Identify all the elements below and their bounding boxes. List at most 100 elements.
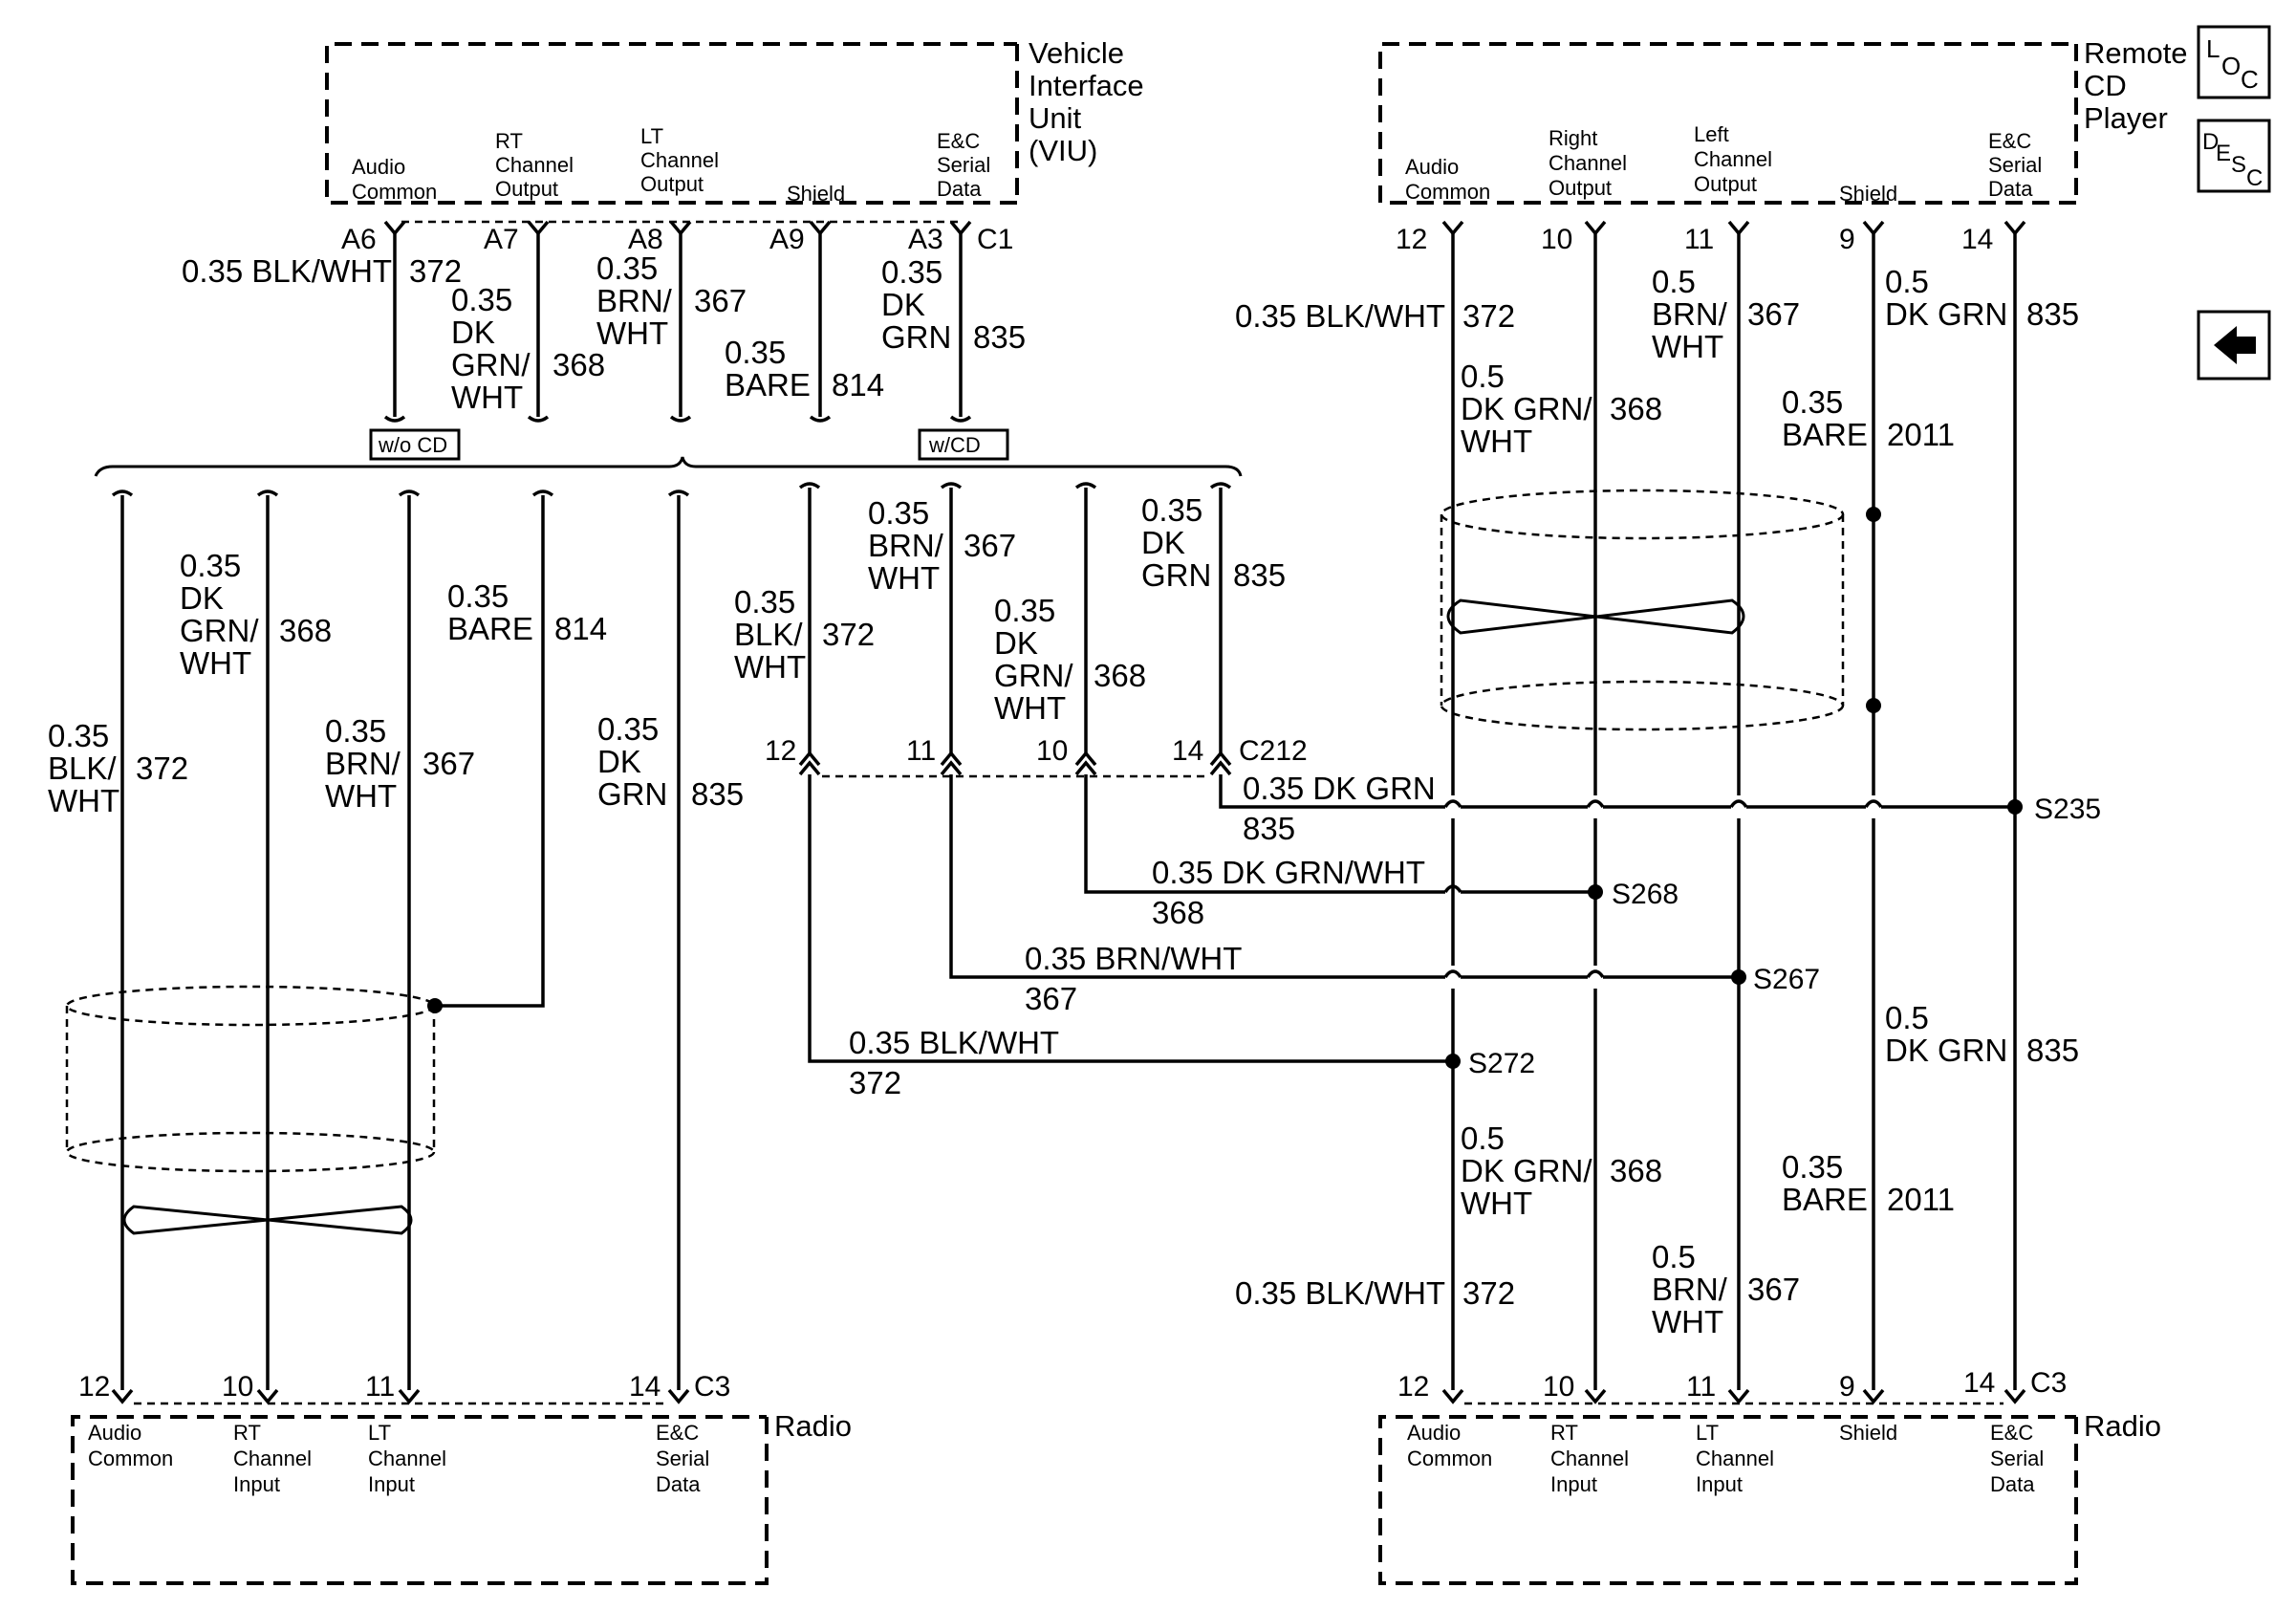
wire-label-rt-2011: 0.35 BARE xyxy=(1782,384,1868,452)
wire-label-viu-367: 0.35 BRN/ WHT xyxy=(596,250,681,351)
wire-label-wo-367: 0.35 BRN/ WHT xyxy=(325,713,409,814)
without-cd-branch: 0.35 DK GRN/ WHT 368 0.35 BARE 814 0.35 … xyxy=(48,490,744,1390)
viu-pin-a7: A7 xyxy=(484,224,519,255)
viu-component: Vehicle Interface Unit (VIU) Audio Commo… xyxy=(325,36,1152,255)
radio-right-name: Radio xyxy=(2084,1409,2161,1443)
nav-back-button[interactable] xyxy=(2197,310,2271,381)
wire-label-rt-835: 0.5 DK GRN xyxy=(1885,264,2007,332)
nav-loc-c: C xyxy=(2241,65,2259,94)
viu-pin-a8: A8 xyxy=(628,224,663,255)
radio-left-pin-label-ec-serial-data: E&C Serial Data xyxy=(656,1421,715,1496)
wire-circuit-rt-368: 368 xyxy=(1610,391,1662,426)
wire-circuit-rb-2011: 2011 xyxy=(1887,1182,1955,1217)
wire-label-rb-2011: 0.35 BARE xyxy=(1782,1149,1868,1217)
back-arrow-icon xyxy=(2214,326,2256,364)
c212-pin-11: 11 xyxy=(906,735,936,767)
viu-pin-label-rt-channel-output: RT Channel Output xyxy=(495,129,579,201)
radio-left-pin-10: 10 xyxy=(222,1371,253,1403)
radio-right-pin-label-ec-serial-data: E&C Serial Data xyxy=(1990,1421,2049,1496)
remote-pin-10: 10 xyxy=(1541,224,1572,255)
c212-pin-14: 14 xyxy=(1172,735,1203,767)
wire-label-rt-367: 0.5 BRN/ WHT xyxy=(1652,264,1736,364)
wire-circuit-h-372: 372 xyxy=(849,1065,901,1100)
wire-label-rb-368: 0.5 DK GRN/ WHT xyxy=(1461,1120,1601,1221)
with-cd-branch: 0.35 BRN/ WHT 367 0.35 DK GRN 835 0.35 B… xyxy=(734,482,2101,1100)
viu-pin-label-audio-common: Audio Common xyxy=(352,155,437,204)
nav-loc-l: L xyxy=(2206,34,2220,63)
wire-circuit-w-372: 372 xyxy=(822,617,875,652)
radio-left-name: Radio xyxy=(774,1409,852,1443)
wire-circuit-viu-372: 372 xyxy=(409,253,462,289)
wire-label-viu-372: 0.35 BLK/WHT xyxy=(182,253,392,289)
radio-left-pin-label-rt-channel-input: RT Channel Input xyxy=(233,1421,317,1496)
radio-right-pin-11: 11 xyxy=(1686,1371,1716,1403)
viu-connector-c1: C1 xyxy=(977,224,1013,255)
wire-label-wo-372: 0.35 BLK/ WHT xyxy=(48,718,125,818)
remote-pin-label-audio-common: Audio Common xyxy=(1405,155,1490,204)
viu-name: Vehicle Interface Unit (VIU) xyxy=(1029,36,1152,167)
wire-circuit-wo-814: 814 xyxy=(554,611,607,646)
wire-circuit-rt-835: 835 xyxy=(2026,296,2079,332)
wire-label-rb-367: 0.5 BRN/ WHT xyxy=(1652,1239,1736,1339)
viu-pin-a3: A3 xyxy=(908,224,943,255)
option-without-cd: w/o CD xyxy=(378,433,447,457)
wire-label-viu-835: 0.35 DK GRN xyxy=(881,254,951,355)
radio-left-pin-label-audio-common: Audio Common xyxy=(88,1421,173,1470)
wire-label-rt-368: 0.5 DK GRN/ WHT xyxy=(1461,359,1601,459)
wire-label-wo-368: 0.35 DK GRN/ WHT xyxy=(180,548,268,681)
wire-circuit-rb-372: 372 xyxy=(1462,1275,1515,1311)
wire-label-w-367: 0.35 BRN/ WHT xyxy=(868,495,952,596)
viu-pin-label-ec-serial-data: E&C Serial Data xyxy=(937,129,996,201)
wire-label-wo-835: 0.35 DK GRN xyxy=(597,711,667,812)
remote-pin-14: 14 xyxy=(1961,224,1993,255)
wire-label-viu-814: 0.35 BARE xyxy=(725,335,811,402)
nav-loc-o: O xyxy=(2221,52,2241,80)
radio-right-pin-label-lt-channel-input: LT Channel Input xyxy=(1696,1421,1780,1496)
nav-desc-d: D xyxy=(2202,129,2219,155)
remote-pin-11: 11 xyxy=(1684,224,1714,255)
remote-pin-label-shield: Shield xyxy=(1839,182,1897,206)
wire-circuit-h-835: 835 xyxy=(1243,811,1295,846)
remote-pin-label-left-channel-output: Left Channel Output xyxy=(1694,122,1778,196)
wire-label-w-372: 0.35 BLK/ WHT xyxy=(734,584,812,685)
wire-circuit-viu-368: 368 xyxy=(552,347,605,382)
c212-connector: C212 xyxy=(1239,735,1308,767)
remote-pin-9: 9 xyxy=(1839,224,1855,255)
wire-circuit-h-367: 367 xyxy=(1025,981,1077,1016)
wire-circuit-w-367: 367 xyxy=(964,528,1016,563)
radio-left-pin-11: 11 xyxy=(365,1371,395,1403)
wire-label-wo-814: 0.35 BARE xyxy=(447,578,533,646)
splice-s267: S267 xyxy=(1753,964,1820,995)
nav-desc-button[interactable]: D E S C xyxy=(2197,119,2271,193)
wire-circuit-rb-367: 367 xyxy=(1747,1272,1800,1307)
radio-right-component: 12 10 11 9 14 C3 Radio Audio Common RT C… xyxy=(1378,1367,2161,1585)
wire-circuit-h-368: 368 xyxy=(1152,895,1204,930)
wire-circuit-viu-367: 367 xyxy=(694,283,747,318)
viu-pin-label-lt-channel-output: LT Channel Output xyxy=(640,124,725,196)
viu-pin-label-shield: Shield xyxy=(787,182,845,206)
wire-circuit-rt-372: 372 xyxy=(1462,298,1515,334)
wire-circuit-wo-367: 367 xyxy=(422,746,475,781)
remote-cd-component: Remote CD Player Audio Common Right Chan… xyxy=(1378,36,2196,255)
splice-s235: S235 xyxy=(2034,794,2101,825)
splice-s268: S268 xyxy=(1612,879,1679,910)
remote-cd-name: Remote CD Player xyxy=(2084,36,2196,135)
wire-circuit-rt-2011: 2011 xyxy=(1887,417,1955,452)
wire-circuit-rt-367: 367 xyxy=(1747,296,1800,332)
radio-right-pin-label-shield: Shield xyxy=(1839,1421,1897,1445)
radio-right-connector-c3: C3 xyxy=(2030,1367,2067,1399)
remote-pin-label-ec-serial-data: E&C Serial Data xyxy=(1988,129,2047,201)
wire-label-h-372: 0.35 BLK/WHT xyxy=(849,1025,1059,1060)
option-brace: w/o CD w/CD xyxy=(94,428,1243,477)
wire-circuit-rb-368: 368 xyxy=(1610,1153,1662,1188)
viu-pin-a6: A6 xyxy=(341,224,377,255)
option-with-cd: w/CD xyxy=(928,433,981,457)
radio-right-pin-10: 10 xyxy=(1543,1371,1574,1403)
nav-desc-s: S xyxy=(2231,152,2246,178)
wire-label-rb-835: 0.5 DK GRN xyxy=(1885,1000,2007,1068)
radio-right-pin-9: 9 xyxy=(1839,1371,1855,1403)
nav-loc-button[interactable]: L O C xyxy=(2197,25,2271,99)
radio-left-pin-14: 14 xyxy=(629,1371,661,1403)
wire-circuit-w-368: 368 xyxy=(1094,658,1146,693)
